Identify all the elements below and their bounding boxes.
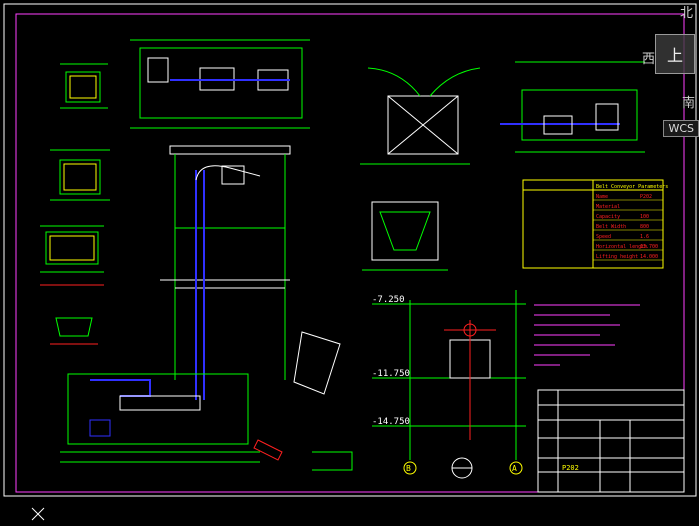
param-name: Speed xyxy=(596,234,611,240)
base-foundation-view xyxy=(60,373,260,463)
param-name: Horizontal length xyxy=(596,244,647,250)
crosshair-cursor-icon xyxy=(31,507,45,521)
drawing-border-frame xyxy=(15,13,685,493)
table-header-text: Belt Conveyor Parameters xyxy=(596,184,668,190)
param-name: Capacity xyxy=(596,214,620,220)
tower-elevation xyxy=(160,145,291,400)
conveyor-plan-right xyxy=(500,61,645,153)
right-plan-section xyxy=(360,67,481,165)
plan-view-small-3 xyxy=(40,225,104,286)
viewcube-top-face[interactable]: 上 xyxy=(655,34,695,74)
top-plan-view xyxy=(130,39,310,129)
param-name: Name xyxy=(596,194,608,200)
viewcube-north[interactable]: 北 xyxy=(679,6,693,21)
title-block xyxy=(537,389,685,493)
param-value: 14.000 xyxy=(640,254,658,260)
param-name: Belt Width xyxy=(596,224,626,230)
param-value: 100 xyxy=(640,214,649,220)
drawing-outer-frame xyxy=(3,3,697,497)
param-value: P202 xyxy=(640,194,652,200)
elevation-label-1: -7.250 xyxy=(372,295,405,305)
grid-marker-b: B xyxy=(406,464,411,473)
parameters-table xyxy=(522,179,664,269)
param-value: 800 xyxy=(640,224,649,230)
notes-block xyxy=(534,304,640,366)
param-value: 1.6 xyxy=(640,234,649,240)
viewcube[interactable]: 北 西 上 南 xyxy=(637,0,699,140)
hopper-section xyxy=(362,201,448,271)
viewcube-west[interactable]: 西 xyxy=(641,52,655,67)
param-name: Lifting height xyxy=(596,254,638,260)
plan-view-small-2 xyxy=(50,149,110,201)
param-value: 13.700 xyxy=(640,244,658,250)
wcs-button[interactable]: WCS xyxy=(663,120,699,137)
small-detail-4 xyxy=(50,317,98,345)
viewcube-south[interactable]: 南 xyxy=(681,96,695,111)
elevation-label-3: -14.750 xyxy=(372,417,410,427)
right-elevation-view xyxy=(372,290,526,460)
bottom-small-details xyxy=(253,331,353,471)
elevation-label-2: -11.750 xyxy=(372,369,410,379)
drawing-number-text: P202 xyxy=(562,464,579,472)
grid-marker-a: A xyxy=(512,464,517,473)
plan-view-small-1 xyxy=(60,63,108,109)
param-name: Material xyxy=(596,204,620,210)
grid-marker-a-circle xyxy=(509,461,523,475)
viewcube-top-label: 上 xyxy=(666,46,683,65)
grid-marker-b-circle xyxy=(403,461,417,475)
